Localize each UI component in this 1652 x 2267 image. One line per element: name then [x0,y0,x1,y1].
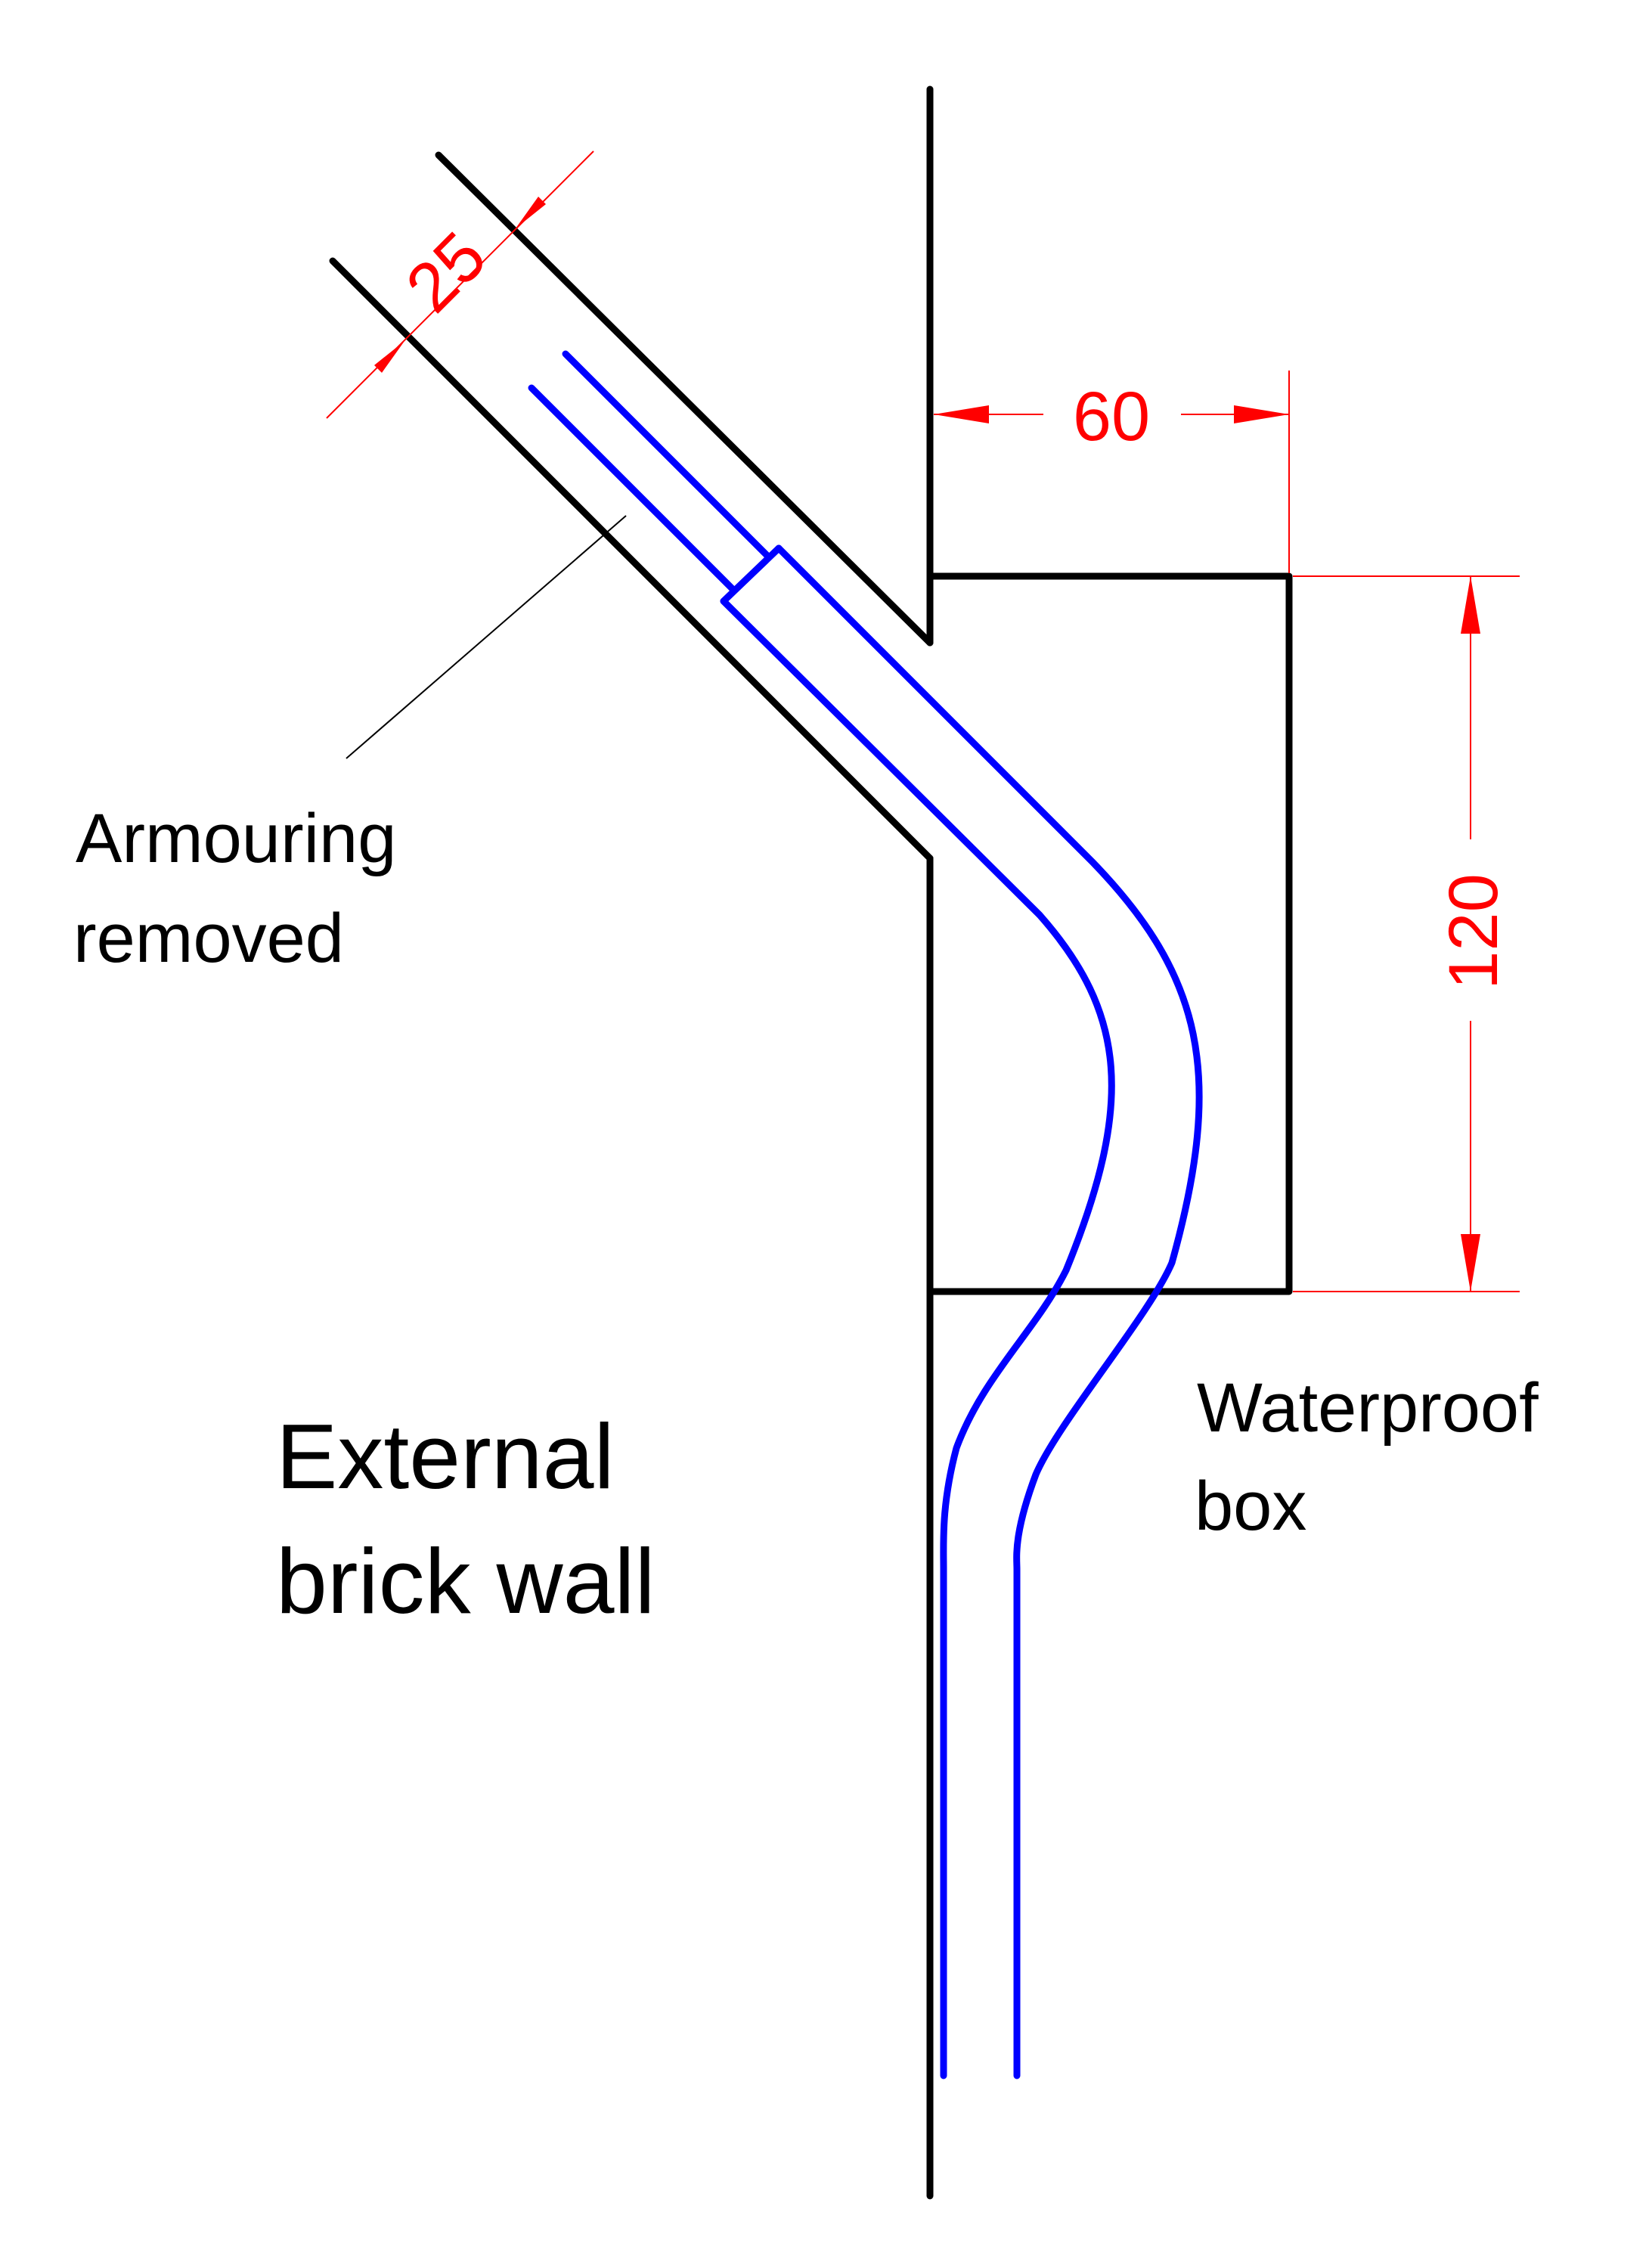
dim-25-text: 25 [392,218,501,327]
box-label-line2: box [1195,1468,1306,1545]
armouring-label-line2: removed [73,900,344,977]
waterproof-box [926,572,1293,1295]
dim-25-arrow-upper [516,197,546,228]
dim-25-arrow-lower [374,341,404,373]
wall-label-line2: brick wall [276,1530,656,1633]
armour-termination [720,544,783,605]
cable-armoured-upper [562,350,771,560]
wall-label-line1: External [276,1405,615,1508]
dim-120-arrow-top [1461,576,1480,634]
duct-lower-edge [329,257,934,862]
dimension-box-depth: 60 [934,371,1290,573]
cable-upper-conductor [775,544,1203,2079]
box-label-line1: Waterproof [1197,1369,1539,1447]
cable [528,350,1203,2079]
armouring-leader-line [346,515,627,759]
dim-120-text: 120 [1435,873,1512,990]
dim-60-arrow-left [934,405,989,423]
dim-25-line [326,150,594,419]
dim-60-text: 60 [1073,378,1150,455]
cable-duct [329,151,934,862]
box-outline [926,572,1293,1295]
dim-120-arrow-bottom [1461,1234,1480,1292]
dimension-box-height: 120 [1293,575,1520,1292]
cable-lower-conductor [720,597,1115,2079]
armouring-label-line1: Armouring [76,800,396,877]
duct-upper-edge [435,151,934,647]
dimension-cable-width: 25 [326,150,594,419]
cable-armoured-lower [528,384,737,594]
dim-60-arrow-right [1234,405,1289,423]
